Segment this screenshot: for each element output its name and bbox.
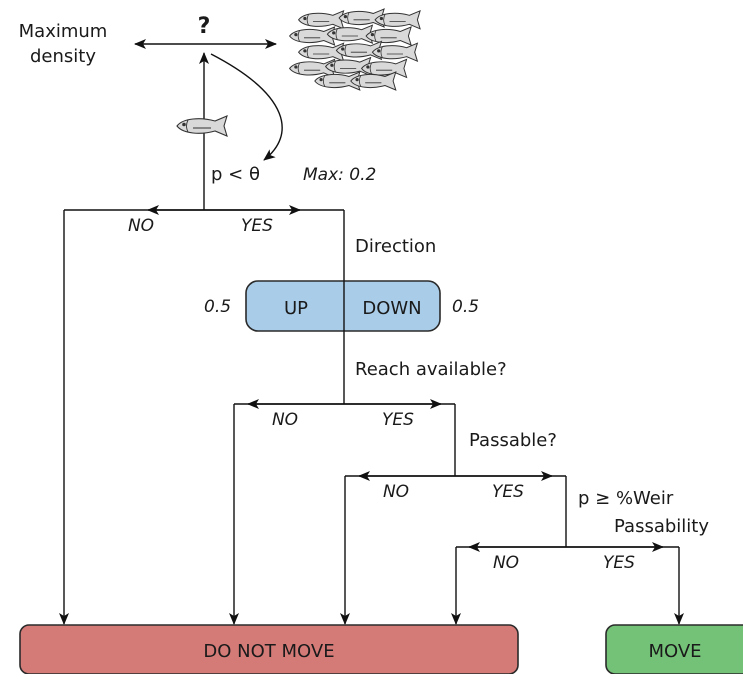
direction-label: Direction — [355, 236, 436, 257]
weir-label-line2: Passability — [614, 516, 709, 537]
max-density-label-line2: density — [30, 46, 96, 67]
max-density-label-line1: Maximum — [19, 21, 108, 42]
curved-arrow — [210, 53, 283, 161]
single-fish-icon — [176, 115, 228, 137]
branch3-no-label: NO — [383, 482, 409, 502]
max-value-label: Max: 0.2 — [303, 165, 376, 185]
do-not-move-box — [19, 624, 519, 674]
direction-down: DOWN — [362, 298, 421, 319]
up-probability: 0.5 — [204, 297, 231, 317]
reach-available-label: Reach available? — [355, 359, 507, 380]
direction-box — [245, 280, 441, 332]
p-theta-label: p < θ — [211, 164, 260, 185]
down-probability: 0.5 — [452, 297, 479, 317]
move-label: MOVE — [648, 641, 701, 662]
fish-school-icon — [289, 8, 421, 91]
branch4-yes-label: YES — [603, 553, 635, 573]
question-mark: ? — [198, 14, 211, 39]
move-box — [605, 624, 743, 674]
branch2-no-label: NO — [272, 410, 298, 430]
branch4-no-label: NO — [493, 553, 519, 573]
branch2-yes-label: YES — [382, 410, 414, 430]
direction-up: UP — [284, 298, 308, 319]
do-not-move-label: DO NOT MOVE — [203, 641, 334, 662]
branch3-yes-label: YES — [492, 482, 524, 502]
branch1-yes-label: YES — [241, 216, 273, 236]
passable-label: Passable? — [469, 430, 557, 451]
weir-label-line1: p ≥ %Weir — [578, 488, 674, 509]
branch1-no-label: NO — [128, 216, 154, 236]
